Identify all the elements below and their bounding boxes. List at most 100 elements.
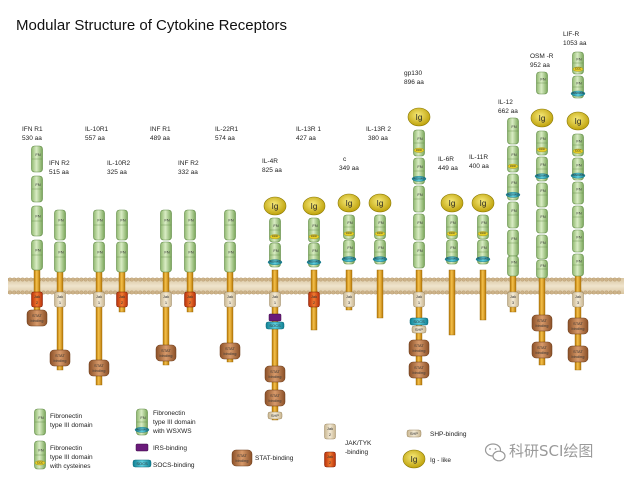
svg-text:2: 2 [313, 300, 316, 305]
svg-text:FN: FN [540, 188, 545, 193]
svg-text:ccc: ccc [449, 230, 455, 235]
svg-text:1: 1 [59, 300, 62, 305]
svg-text:binding: binding [54, 358, 67, 363]
svg-text:ccc: ccc [480, 230, 486, 235]
svg-text:Jak: Jak [510, 294, 516, 299]
svg-text:FN: FN [378, 220, 383, 225]
legend-jak-label-2: -binding [345, 449, 369, 456]
svg-text:332 aa: 332 aa [178, 169, 198, 176]
legend-fn-cys-label-2: type III domain [50, 454, 93, 461]
svg-text:FN: FN [417, 164, 422, 169]
svg-text:Jak: Jak [346, 294, 352, 299]
ig-domain: Ig [440, 193, 464, 213]
svg-text:STAT: STAT [573, 349, 583, 354]
svg-text:binding: binding [160, 353, 173, 358]
svg-text:STAT: STAT [94, 363, 104, 368]
svg-text:FN: FN [511, 152, 516, 157]
fn-domain: FN [116, 241, 128, 273]
svg-text:SOCS: SOCS [269, 323, 281, 328]
ig-domain: Ig [302, 196, 326, 216]
svg-text:FN: FN [511, 208, 516, 213]
svg-text:Ig: Ig [539, 114, 546, 123]
svg-text:FN: FN [511, 124, 516, 129]
svg-text:IL-10R2: IL-10R2 [107, 160, 131, 167]
svg-text:FN: FN [58, 217, 63, 222]
svg-text:FN: FN [540, 263, 545, 268]
svg-text:2: 2 [121, 300, 124, 305]
svg-text:FN: FN [576, 234, 581, 239]
svg-text:FN: FN [97, 217, 102, 222]
svg-text:896 aa: 896 aa [404, 79, 424, 86]
fn-domain: FN [54, 241, 66, 273]
svg-text:574 aa: 574 aa [215, 135, 235, 142]
svg-text:Jak: Jak [163, 294, 169, 299]
svg-text:Ig: Ig [311, 202, 318, 211]
svg-text:SHP: SHP [410, 431, 419, 436]
svg-text:489 aa: 489 aa [150, 135, 170, 142]
svg-text:FN: FN [378, 245, 383, 250]
svg-text:binding: binding [536, 323, 549, 328]
svg-text:FN: FN [450, 220, 455, 225]
svg-text:427 aa: 427 aa [296, 135, 316, 142]
svg-text:wsxws: wsxws [308, 259, 320, 264]
irs-binding-box [135, 443, 149, 452]
svg-text:STAT: STAT [55, 353, 65, 358]
svg-text:Ig: Ig [377, 199, 384, 208]
fn-domain: FN [93, 241, 105, 273]
svg-text:FN: FN [540, 240, 545, 245]
svg-text:wsxws: wsxws [507, 191, 519, 196]
svg-text:Jak: Jak [96, 294, 102, 299]
receptor-lifr: FNcccFNwsxwsIgFNcccFNwsxwsFNFNFNFNJak3ST… [566, 51, 590, 371]
svg-text:STAT: STAT [414, 343, 424, 348]
svg-text:gp130: gp130 [404, 70, 422, 77]
svg-text:IL-12: IL-12 [498, 99, 513, 106]
fn-domain: FN [184, 241, 196, 273]
svg-text:FN: FN [576, 210, 581, 215]
fn-domain: FN [160, 209, 172, 241]
ig-domain: Ig [407, 107, 431, 127]
svg-text:ccc: ccc [510, 163, 516, 168]
svg-text:FN: FN [540, 136, 545, 141]
svg-text:Jak: Jak [575, 294, 581, 299]
svg-text:FN: FN [347, 245, 352, 250]
svg-text:2: 2 [329, 460, 332, 465]
svg-text:FN: FN [511, 260, 516, 265]
label-gp130: gp130 896 aa [404, 70, 424, 86]
ig-domain: Ig [337, 193, 361, 213]
svg-text:STAT: STAT [414, 365, 424, 370]
svg-text:ccc: ccc [346, 230, 352, 235]
svg-text:ccc: ccc [311, 233, 317, 238]
legend-fn-ws-label-2: type III domain [153, 419, 196, 426]
fn-domain: FN [536, 208, 548, 234]
fn-domain: FN [116, 209, 128, 241]
fn-domain: FN [224, 241, 236, 273]
svg-text:FN: FN [188, 249, 193, 254]
svg-text:binding: binding [269, 398, 282, 403]
svg-text:FN: FN [576, 56, 581, 61]
receptor-stalk [479, 269, 487, 321]
receptor-osmr: FNIgFNcccFNwsxwsFNFNFNFNSTATbindingSTATb… [530, 71, 554, 366]
svg-text:STAT: STAT [537, 318, 547, 323]
svg-text:FN: FN [97, 249, 102, 254]
fn-domain: FN [31, 239, 43, 271]
